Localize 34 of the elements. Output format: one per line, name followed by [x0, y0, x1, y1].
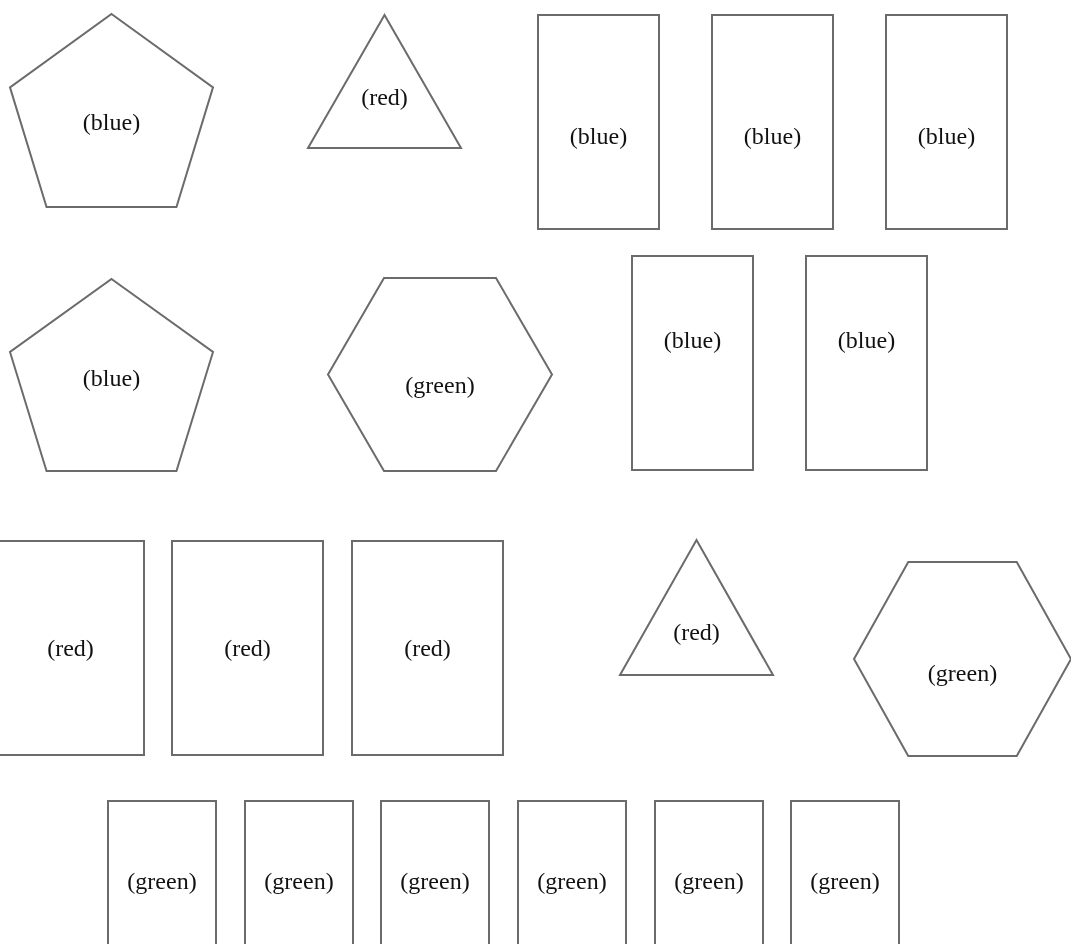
shape-label: (red) [361, 84, 408, 110]
rectangle-box [885, 14, 1008, 230]
rectangle-box [107, 800, 217, 944]
shape-label: (green) [405, 372, 475, 398]
shape-label: (green) [264, 868, 334, 894]
shape-label: (blue) [743, 123, 802, 149]
rectangle-box [517, 800, 627, 944]
shape-label: (red) [224, 635, 271, 661]
shape-label: (red) [404, 635, 451, 661]
rectangle-box [711, 14, 834, 230]
rectangle-box [0, 540, 145, 756]
shape-label: (red) [673, 619, 720, 645]
rectangle-box [380, 800, 490, 944]
shape-label: (green) [810, 868, 880, 894]
shape-label: (red) [47, 635, 94, 661]
rectangle-box [790, 800, 900, 944]
rectangle-box [351, 540, 504, 756]
shape-label: (blue) [82, 109, 141, 135]
rectangle-box [244, 800, 354, 944]
shape-label: (blue) [837, 327, 896, 353]
shape-label: (blue) [569, 123, 628, 149]
shape-label: (blue) [82, 365, 141, 391]
shape-label: (green) [400, 868, 470, 894]
rectangle-box [654, 800, 764, 944]
rectangle-box [805, 255, 928, 471]
shape-label: (green) [674, 868, 744, 894]
shape-label: (blue) [917, 123, 976, 149]
rectangle-box [171, 540, 324, 756]
shape-label: (green) [537, 868, 607, 894]
shape-label: (green) [927, 660, 998, 686]
rectangle-box [537, 14, 660, 230]
shape-label: (green) [127, 868, 197, 894]
rectangle-box [631, 255, 754, 471]
shape-label: (blue) [663, 327, 722, 353]
